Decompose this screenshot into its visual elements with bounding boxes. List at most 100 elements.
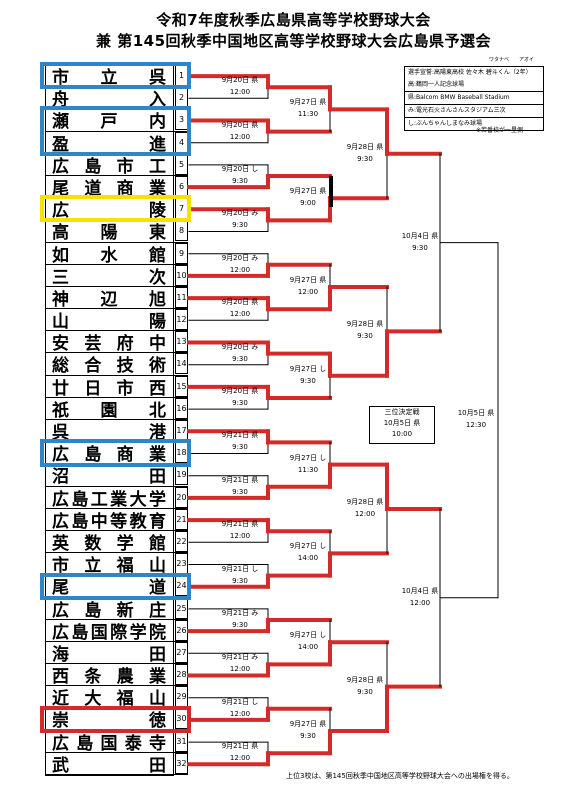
team-name: 武田 xyxy=(45,753,173,776)
team-name-char: 英 xyxy=(52,533,69,554)
team-name-char: 島 xyxy=(71,622,89,643)
team-name: 広島工業大学 xyxy=(45,487,173,510)
team-number: 25 xyxy=(175,597,188,619)
team-name-char: 中 xyxy=(90,511,108,532)
round1-match-date: 9月20日 み xyxy=(221,253,259,262)
round1-match-date: 9月20日 県 xyxy=(221,120,259,129)
round1-match-time: 9:30 xyxy=(232,576,248,585)
round3-match-date: 9月28日 県 xyxy=(346,675,384,684)
final-match-date: 10月5日 県 xyxy=(457,409,495,418)
team-name-char: 芸 xyxy=(84,334,102,355)
third-place-label: 三位決定戦 xyxy=(384,408,420,416)
team-name-char: 西 xyxy=(52,667,69,688)
third-place-time: 10:00 xyxy=(391,430,413,438)
team-name: 市立呉 xyxy=(45,65,173,88)
round2-match-time: 14:00 xyxy=(297,643,319,652)
team-name-char: 祇 xyxy=(52,400,69,421)
round2-match-date: 9月27日 県 xyxy=(289,98,327,107)
round1-match-date: 9月20日 み xyxy=(221,342,259,351)
team-name-char: 島 xyxy=(84,445,102,466)
team-number: 9 xyxy=(175,242,188,264)
team-name-char: 舟 xyxy=(52,90,69,111)
round1-match-date: 9月21日 み xyxy=(221,609,259,617)
team-name-char: 田 xyxy=(149,755,166,776)
venue-item: み:電光石火さんさんスタジアム三次 xyxy=(405,105,543,118)
team-name: 祇園北 xyxy=(45,398,173,421)
team-name-char: 立 xyxy=(84,556,102,577)
title-line-1: 令和7年度秋季広島県高等学校野球大会 xyxy=(156,11,431,29)
team-number: 26 xyxy=(175,619,188,641)
round1-match-date: 9月20日 県 xyxy=(221,298,259,307)
team-name-char: 商 xyxy=(116,445,134,466)
team-name-char: 広 xyxy=(52,600,69,621)
team-number: 14 xyxy=(175,353,188,375)
team-number: 6 xyxy=(175,175,188,197)
round2-match-date: 9月27日 し xyxy=(289,453,327,462)
team-name: 廿日市西 xyxy=(45,376,173,399)
team-name-char: 市 xyxy=(116,378,134,399)
team-number: 30 xyxy=(175,708,188,730)
round2-match-date: 9月27日 県 xyxy=(289,276,327,284)
team-name-char: 館 xyxy=(149,245,166,266)
team-name-char: 道 xyxy=(149,578,166,599)
round2-match-date: 9月27日 県 xyxy=(289,187,327,196)
team-name: 呉港 xyxy=(45,420,173,443)
team-name-char: 合 xyxy=(84,356,102,377)
team-name: 広島国泰寺 xyxy=(45,731,173,754)
team-number: 4 xyxy=(175,131,188,153)
team-number: 22 xyxy=(175,530,188,552)
team-name: 安芸府中 xyxy=(45,331,173,355)
round2-match-time: 12:00 xyxy=(297,288,319,296)
team-name: 神辺旭 xyxy=(45,287,173,310)
team-name-char: 寺 xyxy=(149,733,166,754)
round1-match-time: 12:00 xyxy=(229,532,251,541)
team-number: 8 xyxy=(175,220,188,242)
footer-note: 上位3校は、第145回秋季中国地区高等学校野球大会への出場権を得る。 xyxy=(286,772,514,780)
team-name-char: 崇 xyxy=(52,711,69,732)
round3-match-time: 9:30 xyxy=(357,687,373,696)
team-number: 24 xyxy=(175,575,188,597)
team-name-char: 等 xyxy=(110,511,128,532)
round1-match-time: 12:00 xyxy=(229,265,251,274)
team-name-char: 旭 xyxy=(149,289,166,310)
team-name-char: 学 xyxy=(116,533,134,554)
team-name-char: 福 xyxy=(116,556,134,577)
round1-match-time: 9:30 xyxy=(232,487,248,496)
team-name: 英数学館 xyxy=(45,531,173,554)
team-name-char: 際 xyxy=(110,622,128,643)
team-name-char: 山 xyxy=(52,312,69,333)
team-name-char: 山 xyxy=(148,689,166,710)
round1-match-date: 9月20日 み xyxy=(221,209,259,218)
team-name-char: 立 xyxy=(100,68,118,88)
team-name: 三次 xyxy=(45,265,173,288)
team-name: 広陵 xyxy=(45,198,173,221)
round3-match-date: 9月28日 県 xyxy=(346,320,384,329)
team-name: 広島国際学院 xyxy=(45,620,173,643)
round2-match-time: 9:30 xyxy=(300,732,316,740)
team-number: 20 xyxy=(175,486,188,508)
team-name-char: 次 xyxy=(149,267,166,288)
round1-match-time: 12:00 xyxy=(229,88,251,97)
team-name-char: 広 xyxy=(52,489,69,510)
team-name-char: 武 xyxy=(52,755,69,776)
round2-match-date: 9月27日 し xyxy=(289,542,327,551)
round1-match-date: 9月21日 し xyxy=(221,564,259,573)
team-number: 7 xyxy=(175,198,188,220)
round1-match-date: 9月21日 県 xyxy=(221,431,259,440)
team-name-char: 工 xyxy=(148,156,166,177)
